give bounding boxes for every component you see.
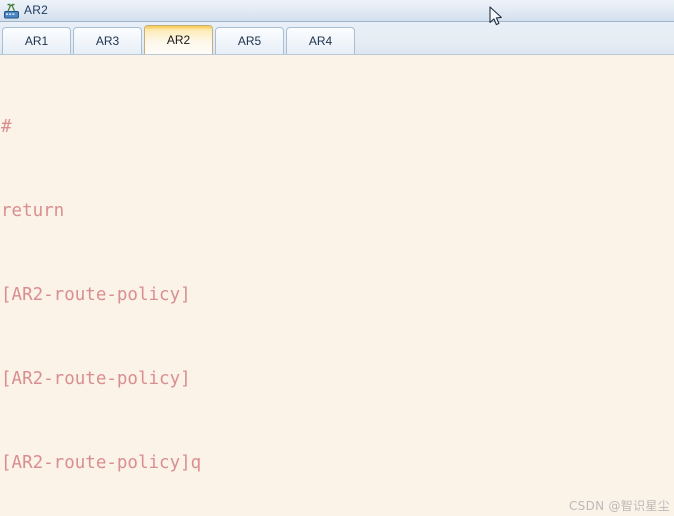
tab-ar2[interactable]: AR2	[144, 25, 213, 54]
terminal-console[interactable]: # return [AR2-route-policy] [AR2-route-p…	[0, 55, 674, 516]
tab-label: AR3	[95, 34, 120, 48]
tab-label: AR5	[237, 34, 262, 48]
tab-label: AR4	[308, 34, 333, 48]
tab-ar1[interactable]: AR1	[2, 27, 71, 54]
tab-ar5[interactable]: AR5	[215, 27, 284, 54]
terminal-line: [AR2-route-policy]	[1, 369, 191, 389]
tab-label: AR1	[24, 34, 49, 48]
terminal-line: #	[1, 117, 12, 137]
terminal-line: [AR2-route-policy]q	[1, 453, 202, 473]
device-tab-strip: AR1 AR3 AR2 AR5 AR4	[0, 22, 674, 55]
router-icon	[4, 2, 19, 18]
terminal-output: # return [AR2-route-policy] [AR2-route-p…	[0, 57, 674, 516]
window-title-bar: AR2	[0, 0, 674, 22]
terminal-line: [AR2-route-policy]	[1, 285, 191, 305]
terminal-line: return	[1, 201, 65, 221]
tab-label: AR2	[166, 33, 191, 47]
tab-ar3[interactable]: AR3	[73, 27, 142, 54]
window-title: AR2	[24, 3, 48, 17]
tab-ar4[interactable]: AR4	[286, 27, 355, 54]
